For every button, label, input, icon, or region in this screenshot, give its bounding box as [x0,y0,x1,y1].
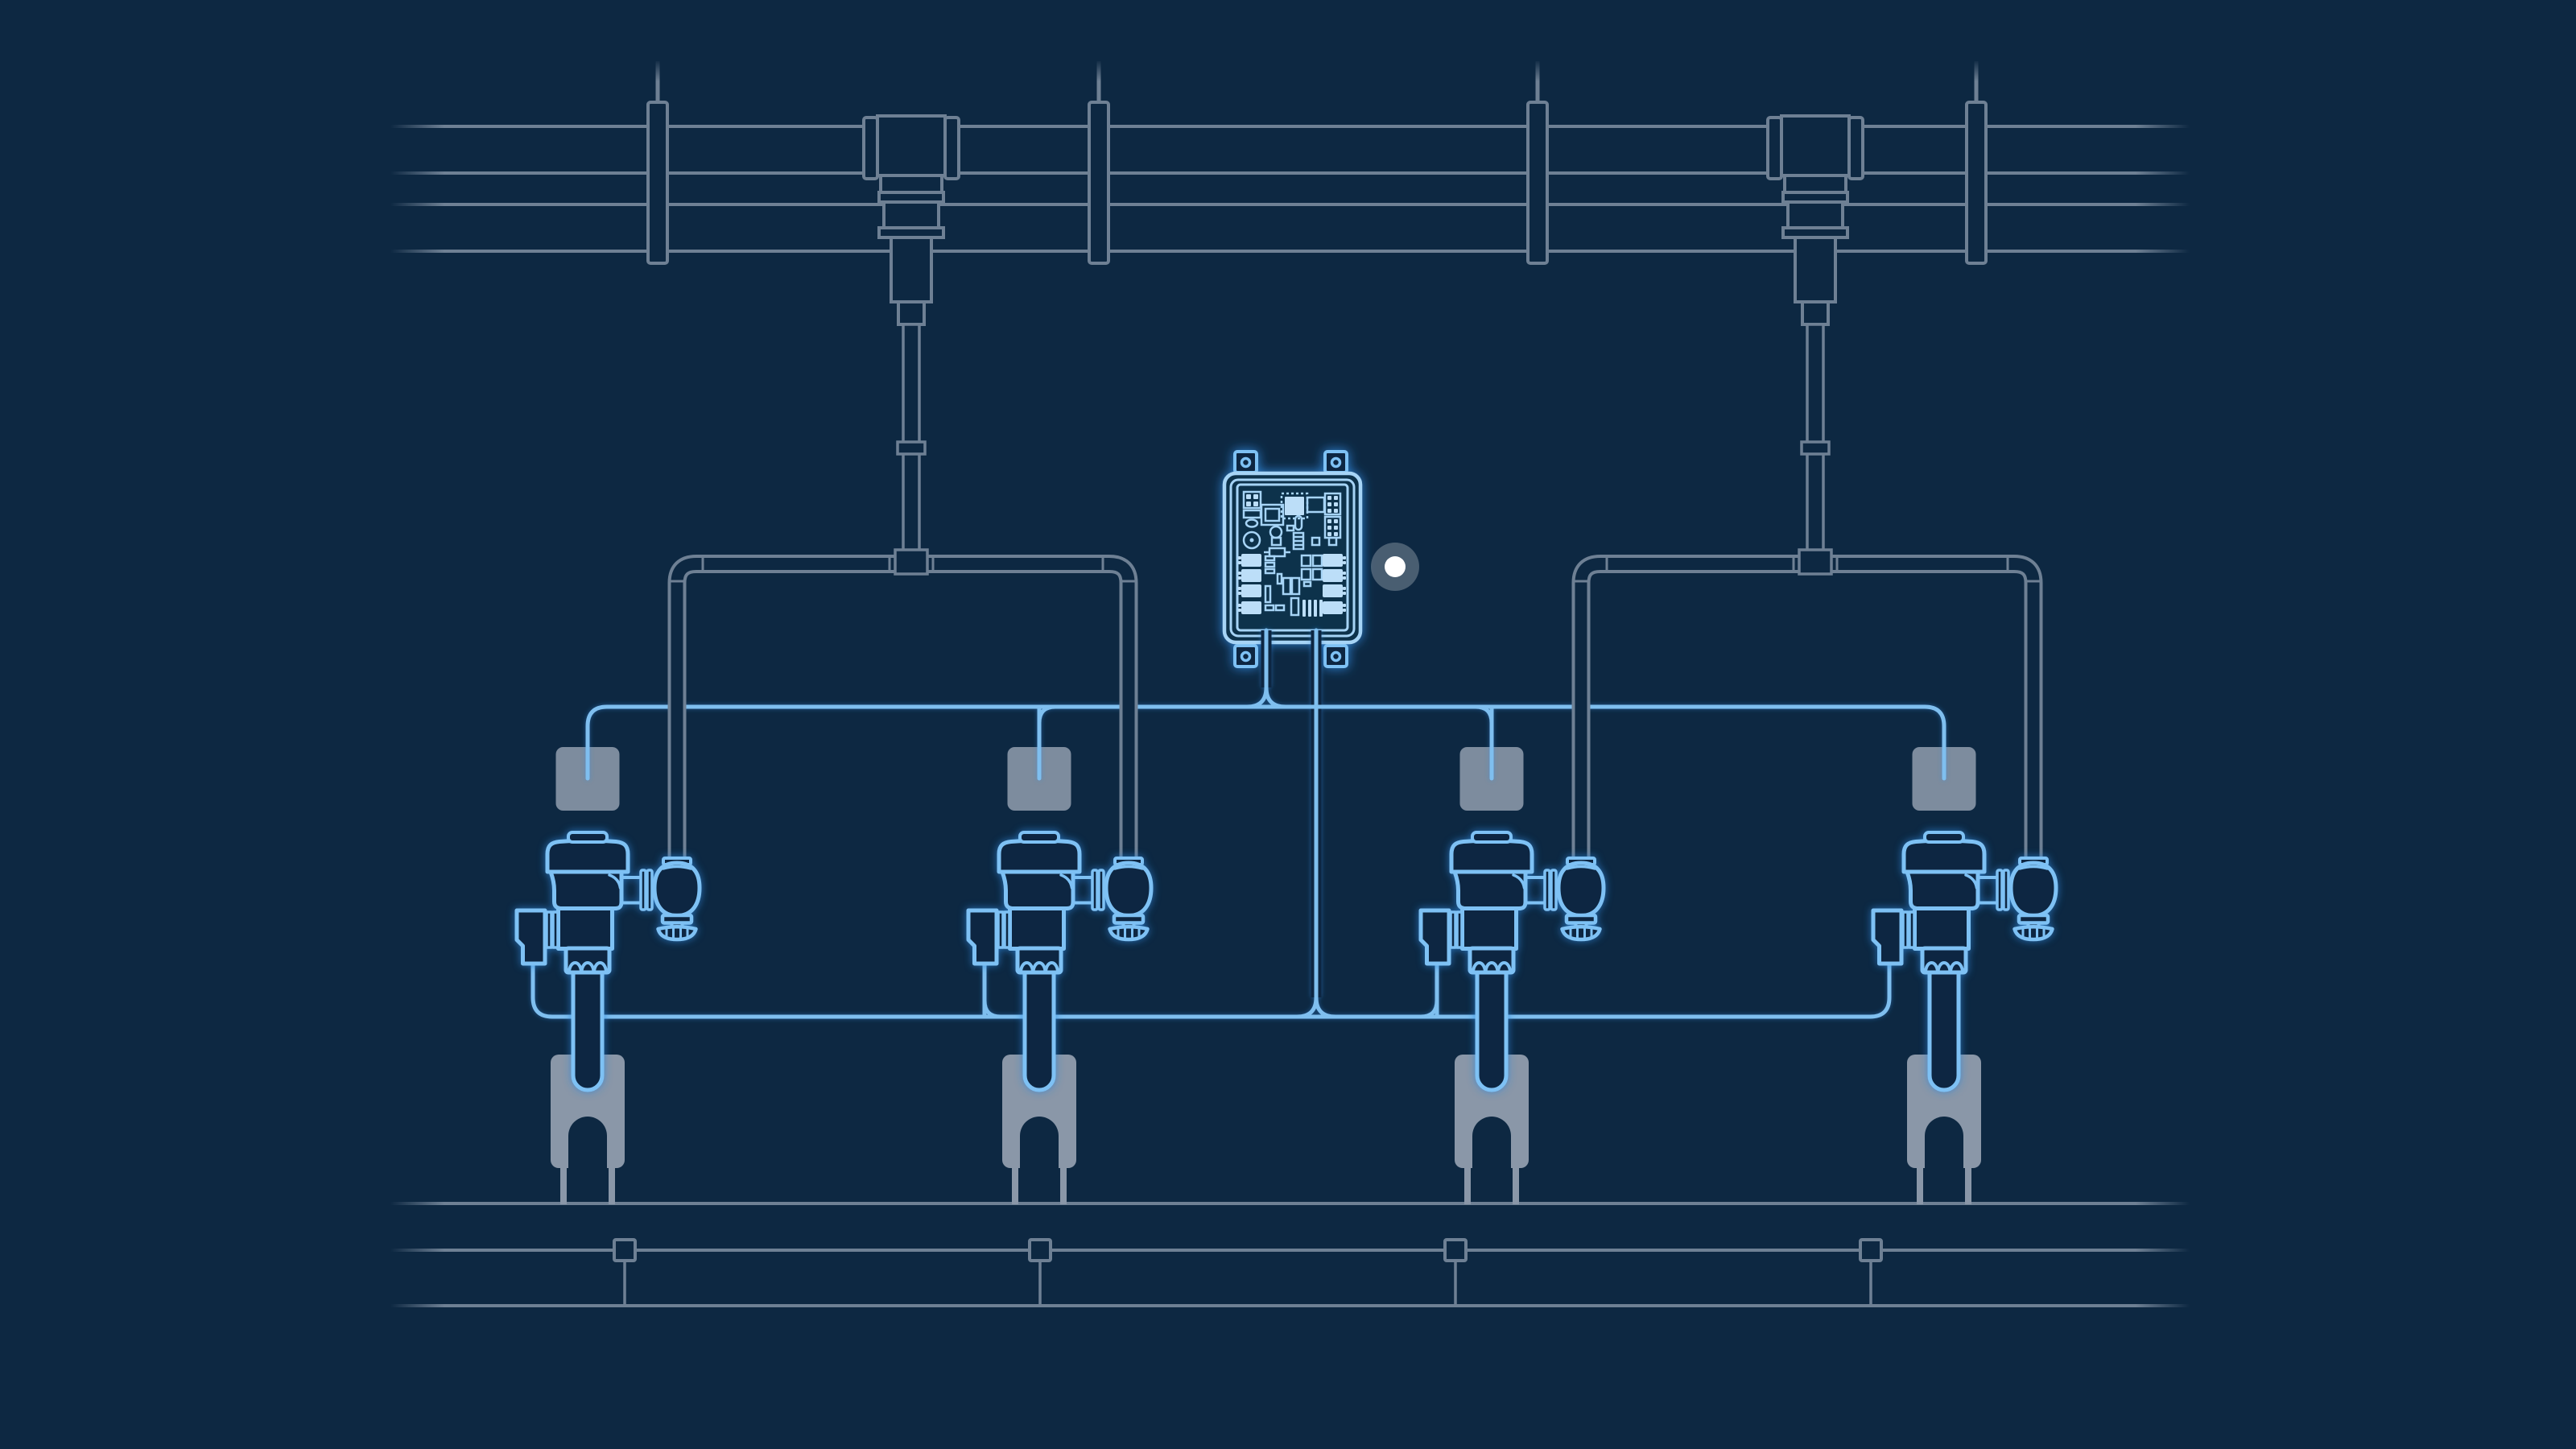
header-collar [1798,548,1833,576]
floor-and-drain-lines [390,1202,2190,1307]
supply-header-1 [667,548,1138,864]
box-case-inner [1229,478,1356,638]
low-voltage-wiring [530,628,1946,1019]
wire [1418,998,1439,1019]
ceiling-supply-pipes [390,61,2190,553]
wire [1264,685,1288,709]
wire [1473,704,1494,725]
wire [530,961,1892,1019]
pipe-hanger-3 [1528,61,1547,263]
header-collar [894,548,929,576]
flush-valve-4 [1873,832,2056,1090]
wire [585,704,1946,781]
pipe-hanger-4 [1967,61,1986,263]
wire [1037,704,1058,725]
flush-valve-3 [1421,832,1604,1090]
mounting-tab [1323,450,1348,474]
pipe-tee-drop-1 [862,114,960,553]
wire [1245,685,1269,709]
supply-header-2 [1571,548,2043,864]
mounting-hole-icon [1330,456,1342,469]
mounting-hole-icon [1330,650,1342,663]
flush-valve-2 [968,832,1151,1090]
control-box [1222,450,1363,668]
mounting-hole-icon [1240,650,1252,663]
circuit-board [1236,483,1349,632]
supply-headers [667,548,2043,864]
wire [1314,995,1338,1019]
flush-valve-1 [517,832,700,1090]
pipe-hanger-2 [1089,61,1108,263]
drain-coupler-3 [1443,1238,1468,1262]
pipe-hanger-1 [648,61,667,263]
flush-valves [517,832,2056,1090]
control-box-enclosure [1222,450,1363,668]
drain-coupler-2 [1028,1238,1052,1262]
box-case-outer [1222,471,1363,645]
drain-coupler-1 [613,1238,637,1262]
hotspot-pulse-dot-icon [1385,556,1406,577]
mounting-tab [1233,644,1258,668]
mounting-tab [1233,450,1258,474]
mounting-tab [1323,644,1348,668]
wire [982,998,1003,1019]
wire [1294,995,1319,1019]
sensor-plates [555,747,1976,811]
pipe-tee-drop-2 [1766,114,1864,553]
drain-coupler-4 [1859,1238,1883,1262]
hotspot-button[interactable] [1371,543,1419,591]
mounting-hole-icon [1240,456,1252,469]
fixtures [551,1055,1981,1204]
